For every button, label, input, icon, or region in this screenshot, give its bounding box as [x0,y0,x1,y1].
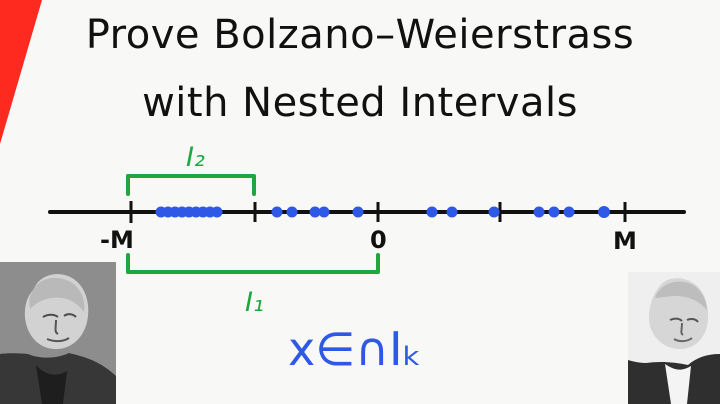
sequence-points [155,206,610,218]
sequence-point [211,206,223,218]
sequence-point [488,206,500,218]
sequence-point [598,206,610,218]
interval-bracket-i1 [126,253,380,274]
portrait-left [0,262,116,404]
interval-bracket-i2 [126,174,256,196]
sequence-point [352,206,364,218]
interval-label-i2: I₂ [186,142,205,173]
intersection-formula: x∈∩Iₖ [288,322,422,376]
sequence-point [286,206,298,218]
interval-label-i1: I₁ [245,287,264,318]
sequence-point [318,206,330,218]
sequence-point [563,206,575,218]
sequence-point [271,206,283,218]
sequence-point [446,206,458,218]
page-title-line-1: Prove Bolzano–Weierstrass [85,12,635,58]
sequence-point [426,206,438,218]
sequence-point [309,206,321,218]
sequence-point [548,206,560,218]
page-title-line-2: with Nested Intervals [142,80,578,126]
portrait-right [628,272,720,404]
number-line-left-label: -M [100,226,134,254]
number-line-middle-label: 0 [370,226,387,254]
sequence-point [533,206,545,218]
number-line-right-label: M [613,227,637,255]
